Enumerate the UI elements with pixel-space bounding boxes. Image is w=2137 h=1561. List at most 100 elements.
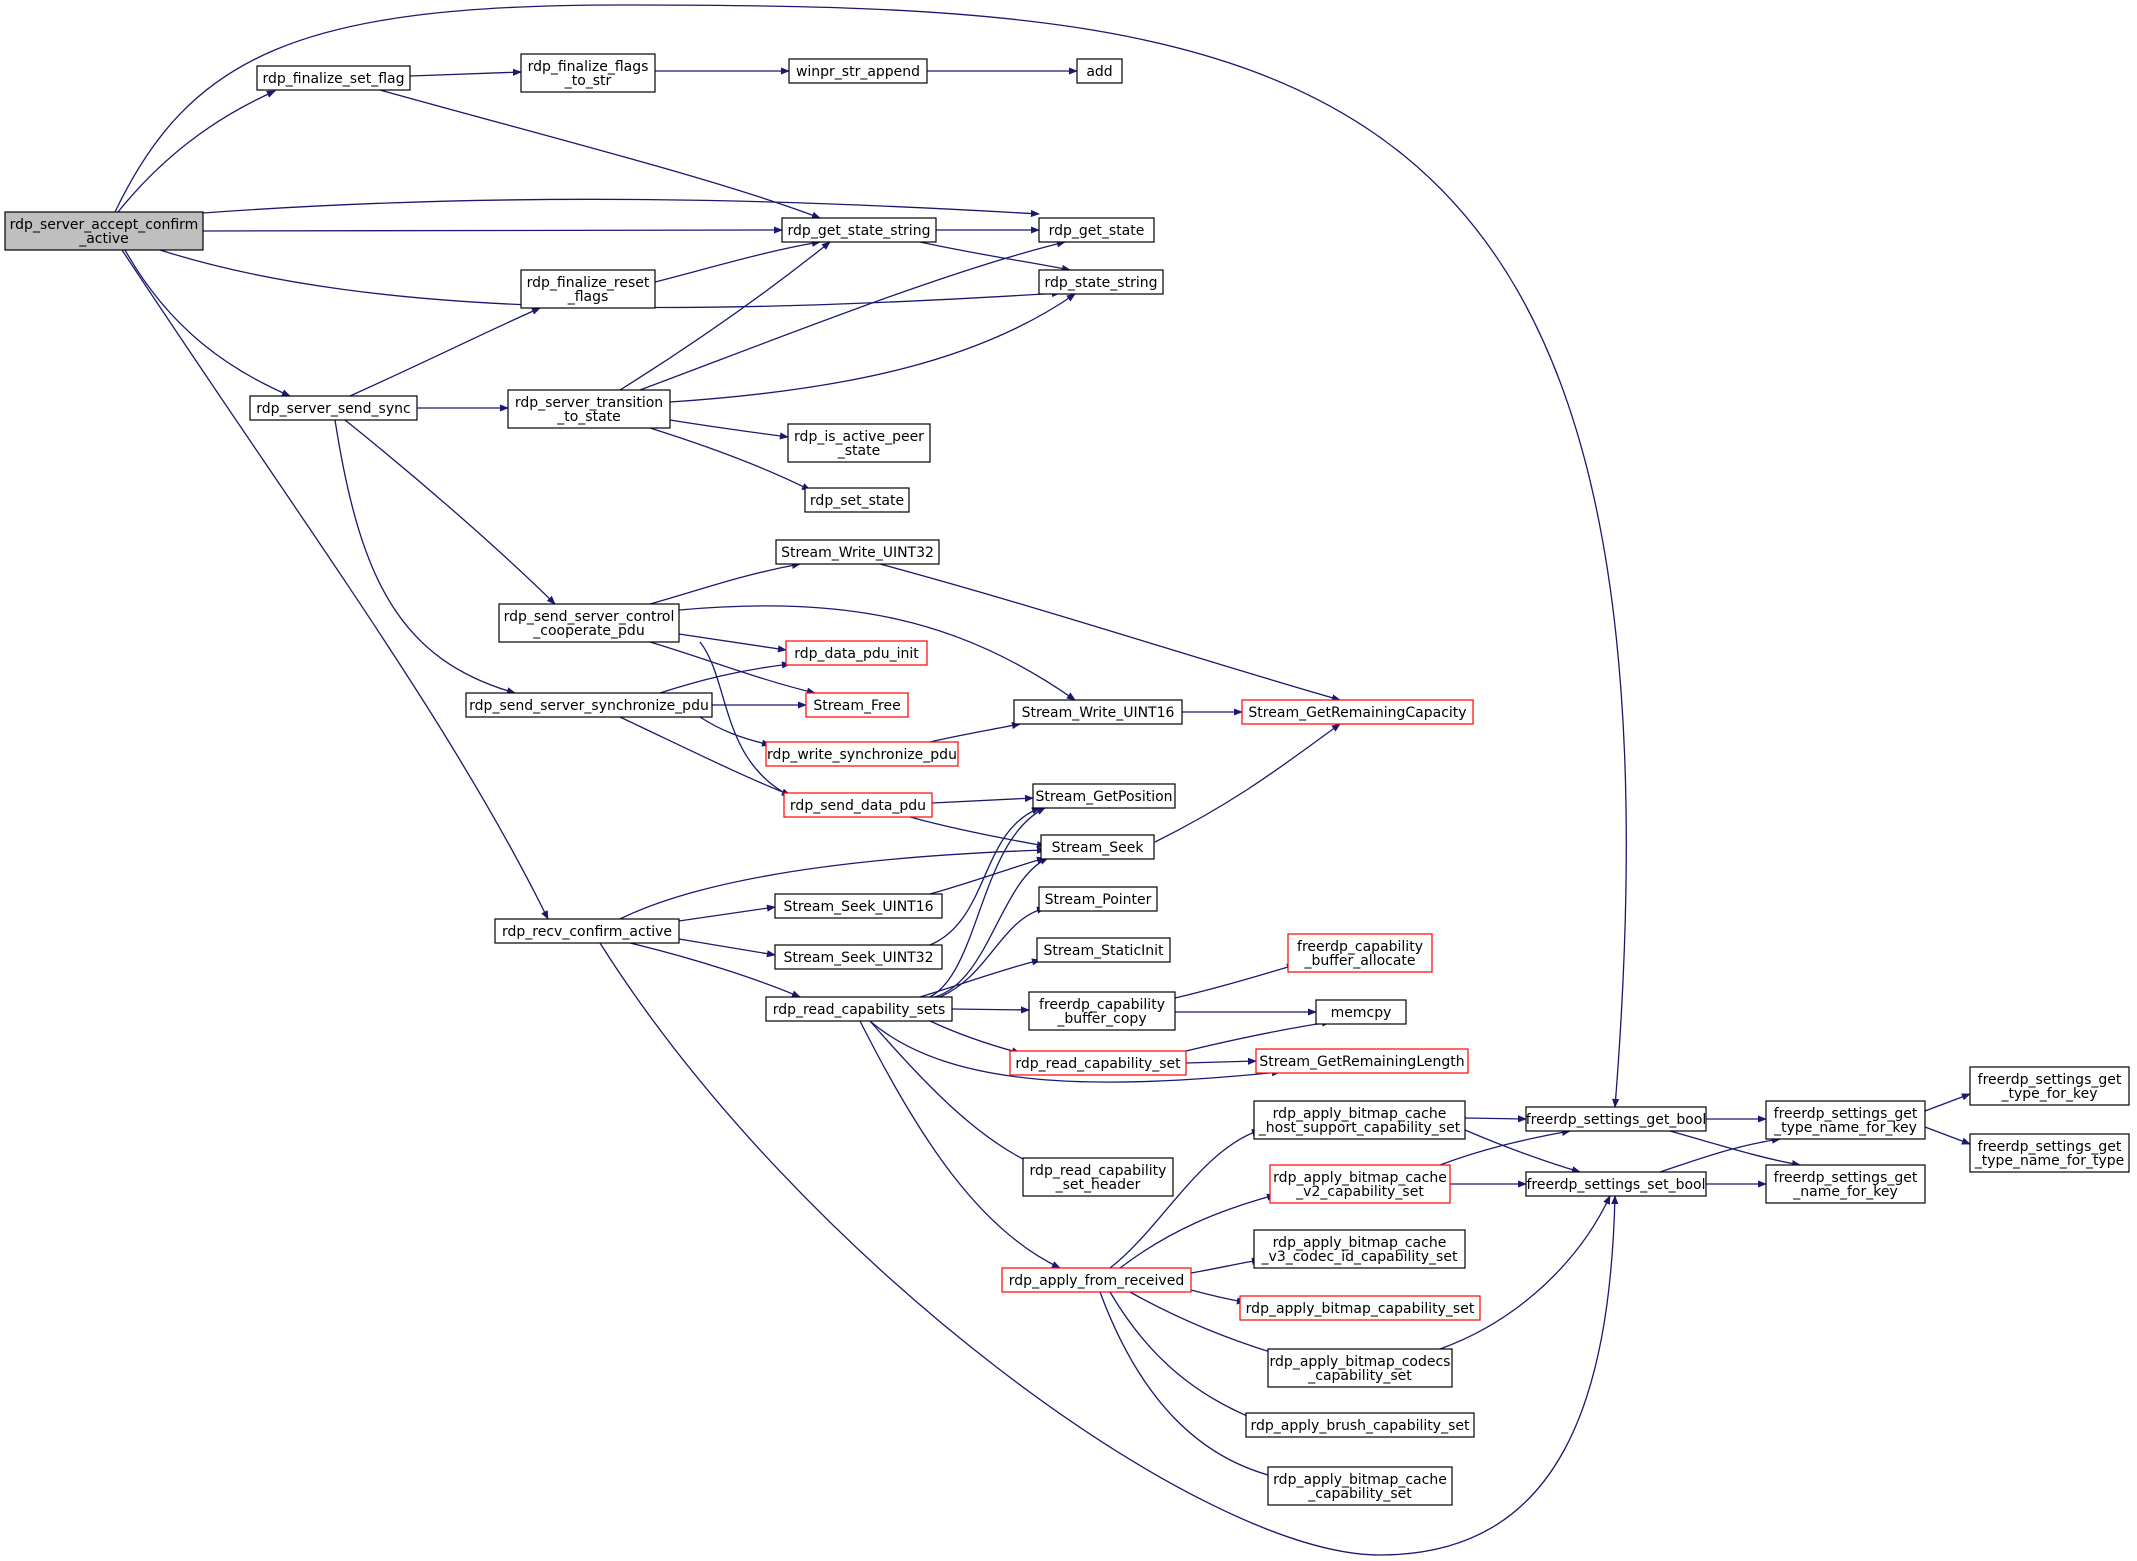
node-box: [783, 792, 933, 818]
node-label: freerdp_settings_get_bool: [1526, 1112, 1707, 1128]
edge-read_cap_sets-to-remaining_length: [869, 1020, 1281, 1083]
node-label: _capability_set: [1307, 1486, 1412, 1502]
node-label: Stream_Free: [813, 698, 900, 714]
edge-read_cap_set-to-memcpy: [1185, 1019, 1331, 1052]
edge-line: [1109, 1129, 1261, 1269]
node-root[interactable]: rdp_server_accept_confirm_active: [4, 211, 204, 251]
node-get-position[interactable]: Stream_GetPosition: [1032, 783, 1176, 809]
node-box: [1267, 1466, 1453, 1506]
node-box: [1032, 783, 1176, 809]
edge-bitmap_cache_v2-to-get_bool: [1439, 1128, 1571, 1166]
edge-host_support-to-set_bool: [1464, 1129, 1581, 1174]
node-recv-confirm[interactable]: rdp_recv_confirm_active: [494, 918, 680, 944]
edge-line: [649, 427, 811, 491]
node-brush-capability[interactable]: rdp_apply_brush_capability_set: [1245, 1412, 1475, 1438]
node-get-type-name-for-type[interactable]: freerdp_settings_get_type_name_for_type: [1969, 1133, 2130, 1173]
node-finalize-flags-to-str[interactable]: rdp_finalize_flags_to_str: [520, 53, 656, 93]
node-write-uint32[interactable]: Stream_Write_UINT32: [775, 539, 940, 565]
edge-line: [919, 241, 1071, 272]
edge-read_cap_sets-to-static_init: [919, 958, 1041, 998]
node-stream-pointer[interactable]: Stream_Pointer: [1038, 886, 1158, 912]
node-label: _buffer_copy: [1056, 1011, 1146, 1027]
edge-server_send_sync-to-send_sync_pdu: [334, 419, 516, 695]
node-get-bool[interactable]: freerdp_settings_get_bool: [1525, 1106, 1707, 1132]
node-data-pdu-init[interactable]: rdp_data_pdu_init: [785, 640, 928, 666]
node-box: [507, 389, 671, 429]
edge-line: [678, 605, 1076, 701]
node-label: rdp_apply_bitmap_cache: [1273, 1235, 1447, 1251]
node-label: freerdp_settings_get: [1774, 1170, 1918, 1186]
node-server-send-sync[interactable]: rdp_server_send_sync: [249, 395, 418, 421]
edge-read_cap_sets-to-cap_buffer_copy: [951, 1006, 1030, 1014]
edge-apply_from_received-to-bitmap_cache_capability: [1099, 1291, 1281, 1480]
node-get-name-for-key[interactable]: freerdp_settings_get_name_for_key: [1765, 1164, 1926, 1204]
node-server-transition[interactable]: rdp_server_transition_to_state: [507, 389, 671, 429]
node-apply-from-received[interactable]: rdp_apply_from_received: [1001, 1267, 1192, 1293]
node-finalize-reset-flags[interactable]: rdp_finalize_reset_flags: [520, 269, 656, 309]
node-cap-buffer-copy[interactable]: freerdp_capability_buffer_copy: [1028, 991, 1176, 1031]
node-cap-buffer-allocate[interactable]: freerdp_capability_buffer_allocate: [1287, 933, 1433, 973]
edge-send_control-to-write_uint16: [678, 605, 1076, 701]
edge-line: [114, 4, 1627, 1108]
node-label: Stream_GetPosition: [1035, 789, 1172, 805]
node-finalize-set-flag[interactable]: rdp_finalize_set_flag: [256, 65, 411, 91]
node-send-control[interactable]: rdp_send_server_control_cooperate_pdu: [498, 603, 680, 643]
node-label: _flags: [567, 289, 609, 305]
node-get-state-string[interactable]: rdp_get_state_string: [781, 217, 937, 243]
node-box: [1076, 58, 1123, 84]
node-box: [1001, 1267, 1192, 1293]
edge-seek_uint32-to-get_position: [929, 807, 1041, 946]
edge-line: [929, 1020, 1021, 1055]
node-get-type-name-for-key[interactable]: freerdp_settings_get_type_name_for_key: [1765, 1100, 1926, 1140]
node-winpr-str-append[interactable]: winpr_str_append: [788, 58, 928, 84]
node-stream-free[interactable]: Stream_Free: [805, 692, 909, 718]
node-get-state[interactable]: rdp_get_state: [1038, 217, 1155, 243]
node-get-type-for-key[interactable]: freerdp_settings_get_type_for_key: [1969, 1066, 2130, 1106]
node-remaining-capacity[interactable]: Stream_GetRemainingCapacity: [1241, 699, 1474, 725]
node-send-data-pdu[interactable]: rdp_send_data_pdu: [783, 792, 933, 818]
node-label: Stream_Pointer: [1045, 892, 1152, 908]
edge-read_cap_sets-to-read_cap_set: [929, 1020, 1021, 1055]
edge-host_support-to-get_bool: [1464, 1115, 1527, 1123]
node-read-cap-set-header[interactable]: rdp_read_capability_set_header: [1022, 1157, 1174, 1197]
node-box: [498, 603, 680, 643]
node-box: [494, 918, 680, 944]
node-add[interactable]: add: [1076, 58, 1123, 84]
node-host-support[interactable]: rdp_apply_bitmap_cache_host_support_capa…: [1253, 1100, 1466, 1140]
node-static-init[interactable]: Stream_StaticInit: [1036, 937, 1171, 963]
node-label: rdp_send_data_pdu: [790, 798, 926, 814]
node-set-state[interactable]: rdp_set_state: [804, 487, 910, 513]
node-bitmap-cache-v3[interactable]: rdp_apply_bitmap_cache_v3_codec_id_capab…: [1253, 1229, 1466, 1269]
node-label: freerdp_settings_get: [1978, 1072, 2122, 1088]
edge-line: [202, 226, 783, 234]
node-box: [1038, 217, 1155, 243]
node-remaining-length[interactable]: Stream_GetRemainingLength: [1255, 1048, 1469, 1074]
node-stream-seek[interactable]: Stream_Seek: [1040, 834, 1155, 860]
node-memcpy[interactable]: memcpy: [1315, 999, 1407, 1025]
edge-line: [939, 906, 1046, 998]
node-bitmap-cache-v2[interactable]: rdp_apply_bitmap_cache_v2_capability_set: [1269, 1164, 1451, 1204]
node-send-sync-pdu[interactable]: rdp_send_server_synchronize_pdu: [465, 692, 713, 718]
node-box: [774, 944, 943, 970]
edge-line: [879, 563, 1341, 702]
node-read-cap-sets[interactable]: rdp_read_capability_sets: [765, 996, 953, 1022]
node-read-cap-set[interactable]: rdp_read_capability_set: [1009, 1050, 1187, 1076]
node-bitmap-codecs[interactable]: rdp_apply_bitmap_codecs_capability_set: [1267, 1348, 1453, 1388]
edge-server_transition-to-set_state: [649, 427, 811, 491]
edge-line: [649, 561, 801, 605]
node-label: rdp_set_state: [810, 493, 904, 509]
edge-get_bool-to-get_name_for_key: [1669, 1130, 1801, 1168]
node-bitmap-capability[interactable]: rdp_apply_bitmap_capability_set: [1239, 1295, 1481, 1321]
node-seek-uint16[interactable]: Stream_Seek_UINT16: [774, 893, 943, 919]
node-write-sync-pdu[interactable]: rdp_write_synchronize_pdu: [765, 741, 959, 767]
node-label: Stream_Seek: [1052, 840, 1145, 856]
node-seek-uint32[interactable]: Stream_Seek_UINT32: [774, 944, 943, 970]
node-write-uint16[interactable]: Stream_Write_UINT16: [1013, 699, 1183, 725]
node-box: [1525, 1106, 1707, 1132]
node-set-bool[interactable]: freerdp_settings_set_bool: [1525, 1171, 1707, 1197]
node-is-active-peer[interactable]: rdp_is_active_peer_state: [787, 423, 931, 463]
node-label: memcpy: [1331, 1005, 1392, 1021]
node-bitmap-cache-capability[interactable]: rdp_apply_bitmap_cache_capability_set: [1267, 1466, 1453, 1506]
node-label: Stream_GetRemainingLength: [1259, 1054, 1464, 1070]
node-state-string[interactable]: rdp_state_string: [1038, 269, 1164, 295]
